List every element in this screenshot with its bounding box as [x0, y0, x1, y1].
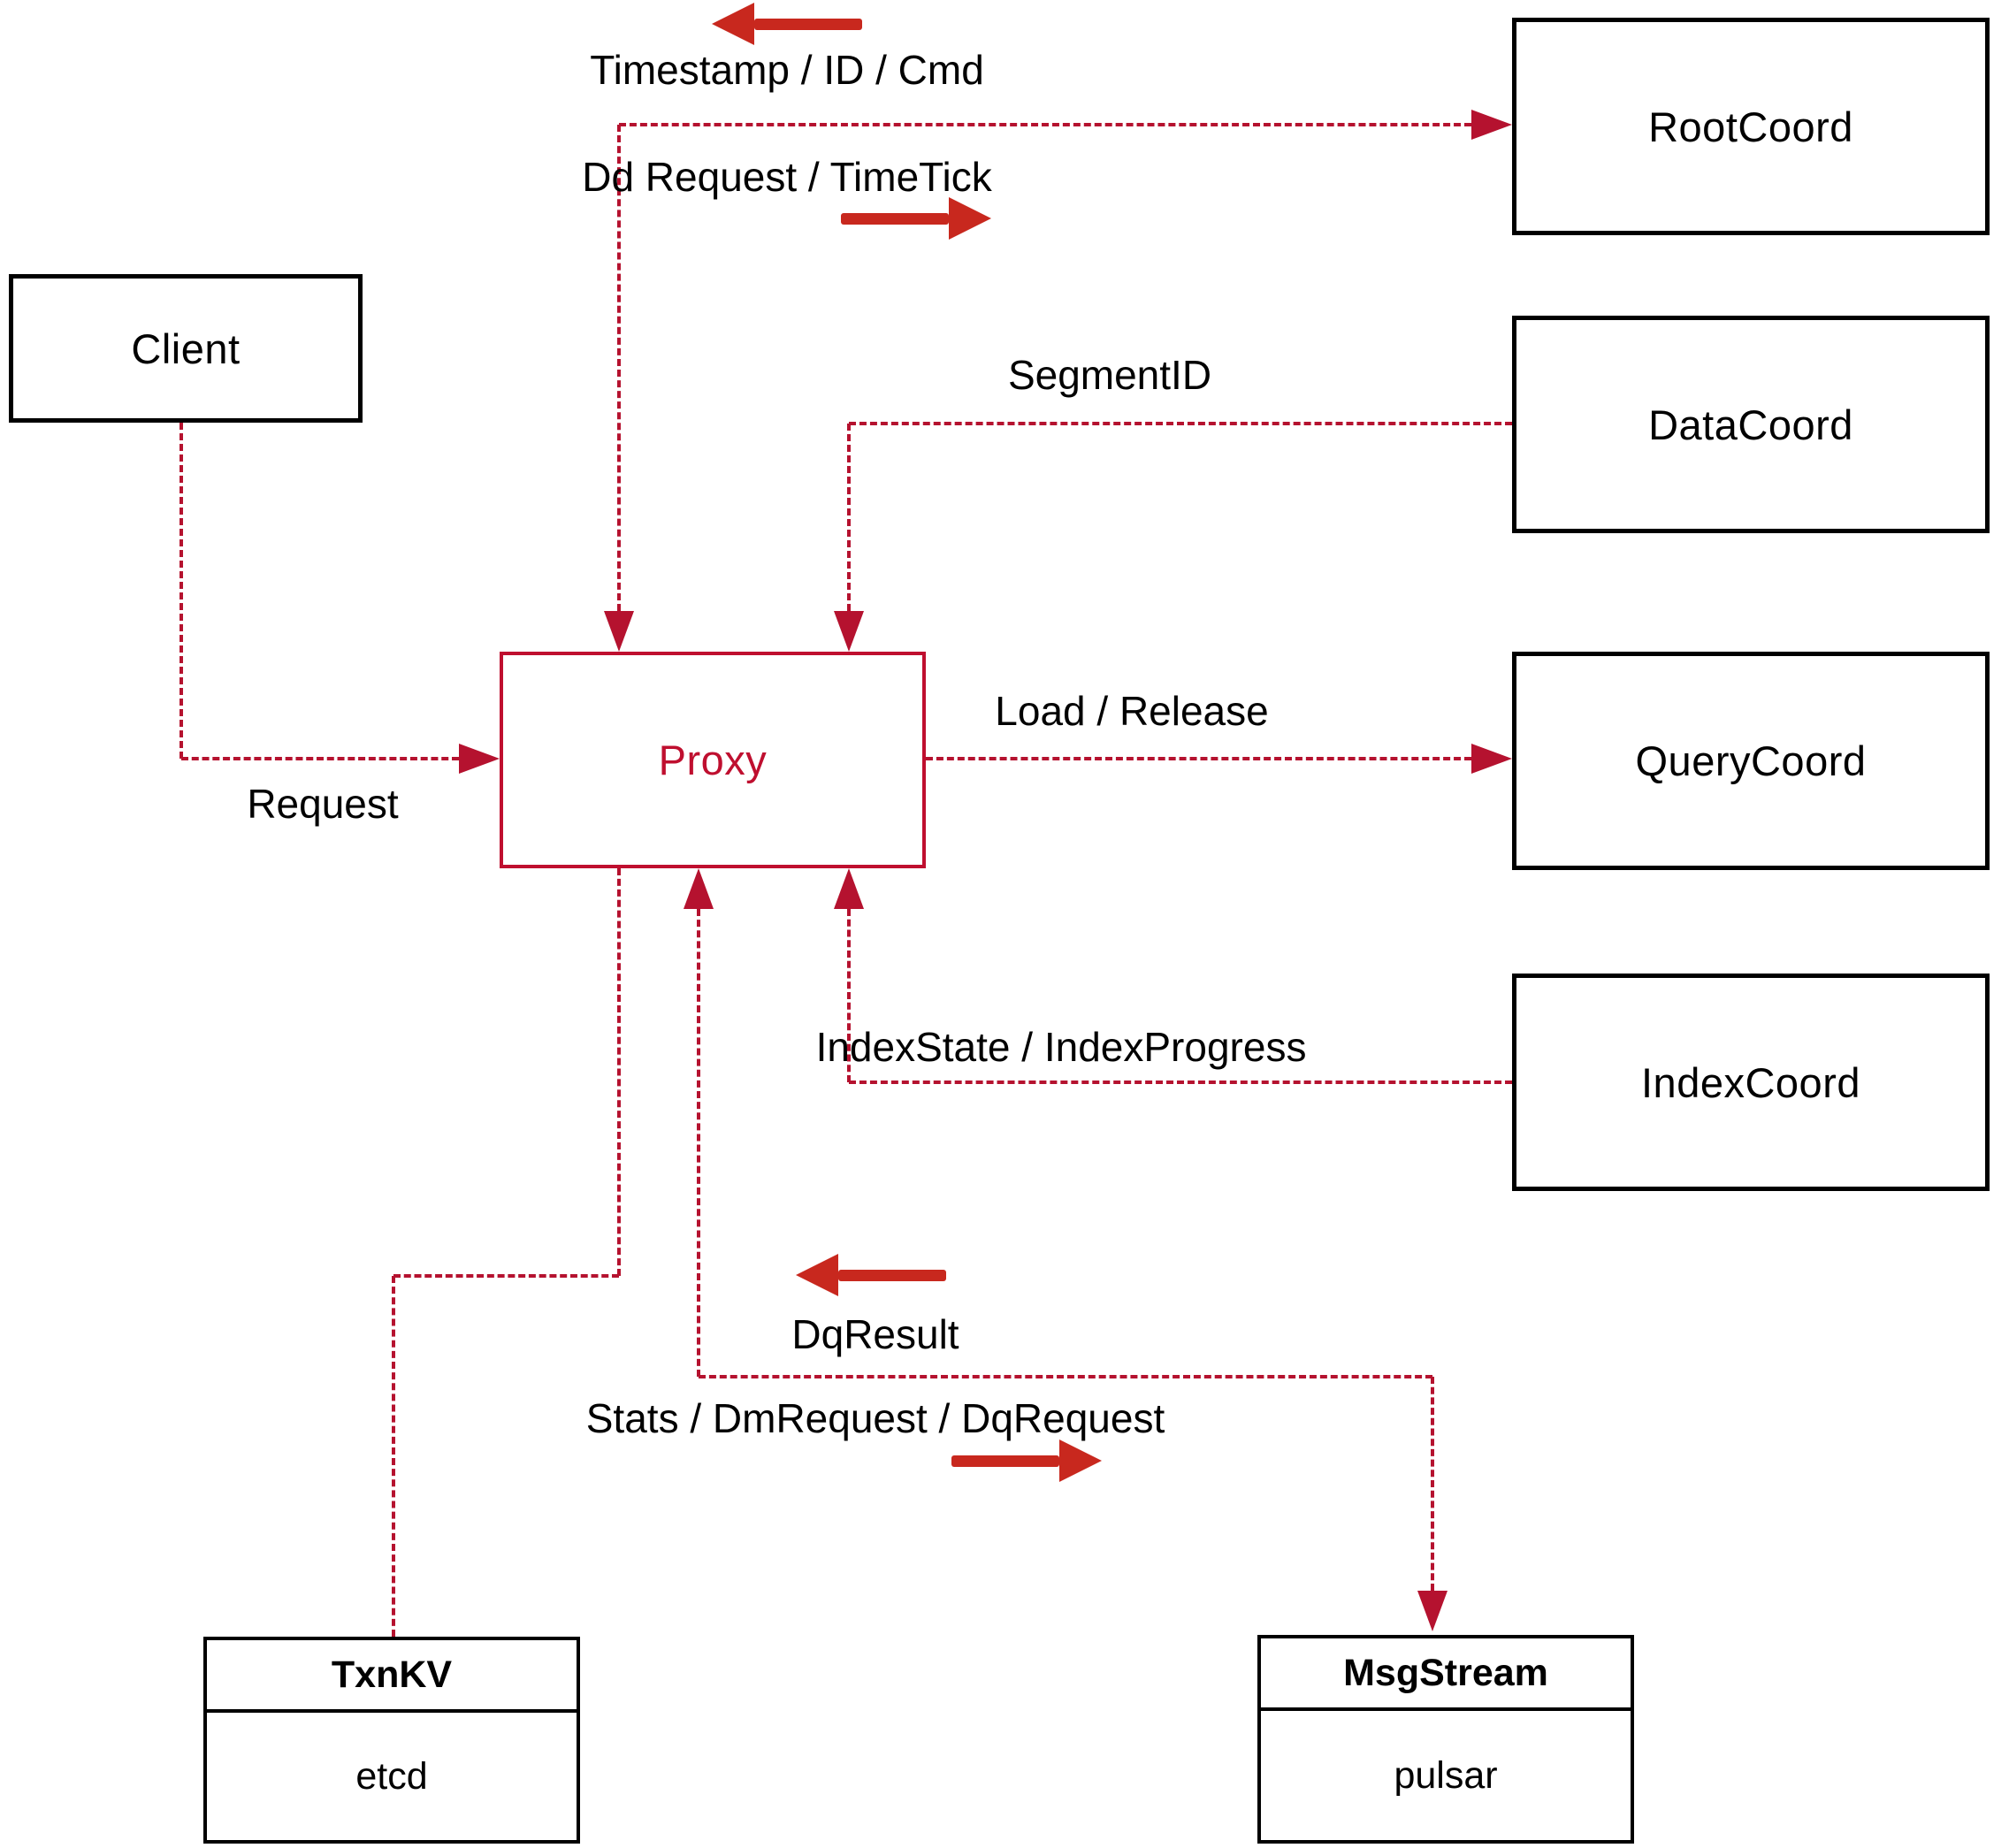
edge-datacoord-proxy-vertical [847, 424, 851, 611]
right-arrow-shaft [841, 212, 949, 225]
node-indexcoord-label: IndexCoord [1641, 1058, 1860, 1106]
left-arrow-head [796, 1254, 838, 1296]
node-querycoord: QueryCoord [1512, 652, 1990, 870]
node-proxy-label: Proxy [658, 737, 768, 783]
right-arrow-icon [841, 197, 991, 240]
edge-proxy-msgstream-horizontal [699, 1375, 1432, 1378]
left-arrow-icon [712, 3, 862, 45]
node-txnkv-subtitle: etcd [355, 1754, 428, 1798]
edge-proxy-msgstream-vertical-upper [697, 909, 700, 1377]
node-querycoord-label: QueryCoord [1635, 737, 1867, 784]
arrowhead-into-querycoord-icon [1471, 744, 1512, 774]
right-arrow-head [949, 197, 991, 240]
edge-indexcoord-proxy-horizontal [849, 1081, 1512, 1084]
left-arrow-shaft [838, 1269, 946, 1281]
edge-proxy-rootcoord-vertical [617, 125, 621, 611]
edge-proxy-txnkv-vertical-lower [392, 1276, 395, 1637]
node-client-label: Client [131, 325, 241, 372]
node-client: Client [9, 274, 363, 423]
node-datacoord: DataCoord [1512, 316, 1990, 533]
edge-label-dqresult: DqResult [791, 1311, 959, 1357]
node-msgstream-subtitle: pulsar [1394, 1753, 1498, 1797]
edge-label-stats-dmrequest-dqrequest: Stats / DmRequest / DqRequest [585, 1395, 1165, 1441]
edge-client-proxy-horizontal [181, 757, 459, 760]
node-rootcoord-label: RootCoord [1648, 103, 1853, 150]
arrowhead-into-proxy-bottom-right-icon [834, 868, 864, 909]
node-msgstream: MsgStream pulsar [1257, 1635, 1634, 1844]
edge-proxy-txnkv-vertical-upper [617, 868, 621, 1276]
arrowhead-into-proxy-left-icon [459, 744, 500, 774]
edge-proxy-rootcoord-horizontal [619, 123, 1471, 126]
right-arrow-head [1059, 1439, 1102, 1482]
node-datacoord-label: DataCoord [1648, 401, 1853, 448]
left-arrow-shaft [754, 18, 862, 30]
edge-proxy-querycoord-horizontal [926, 757, 1471, 760]
node-rootcoord: RootCoord [1512, 18, 1990, 235]
node-indexcoord: IndexCoord [1512, 974, 1990, 1191]
edge-indexcoord-proxy-vertical [847, 909, 851, 1082]
edge-datacoord-proxy-horizontal [849, 422, 1512, 425]
arrowhead-into-msgstream-icon [1417, 1591, 1448, 1631]
left-arrow-dqresult-icon [796, 1254, 946, 1296]
node-txnkv-title: TxnKV [207, 1640, 577, 1713]
node-txnkv: TxnKV etcd [203, 1637, 580, 1844]
node-proxy: Proxy [500, 652, 926, 868]
left-arrow-head [712, 3, 754, 45]
edge-proxy-msgstream-vertical-lower [1431, 1377, 1434, 1591]
node-msgstream-title: MsgStream [1261, 1638, 1631, 1711]
right-arrow-shaft [951, 1455, 1059, 1467]
arrowhead-into-proxy-top-left-icon [604, 611, 634, 652]
arrowhead-into-rootcoord-icon [1471, 110, 1512, 140]
edge-client-proxy-vertical [180, 423, 183, 759]
edge-label-load-release: Load / Release [995, 688, 1269, 734]
edge-label-request: Request [247, 781, 399, 827]
edge-label-timestamp-id-cmd: Timestamp / ID / Cmd [590, 47, 984, 93]
arrowhead-into-proxy-top-right-icon [834, 611, 864, 652]
arrowhead-into-proxy-bottom-left-icon [684, 868, 714, 909]
right-arrow-stats-icon [951, 1439, 1102, 1482]
edge-proxy-txnkv-horizontal [393, 1274, 619, 1278]
edge-label-indexstate-indexprogress: IndexState / IndexProgress [815, 1024, 1307, 1070]
edge-label-segmentid: SegmentID [1007, 352, 1212, 398]
edge-label-dd-request-timetick: Dd Request / TimeTick [582, 154, 992, 200]
